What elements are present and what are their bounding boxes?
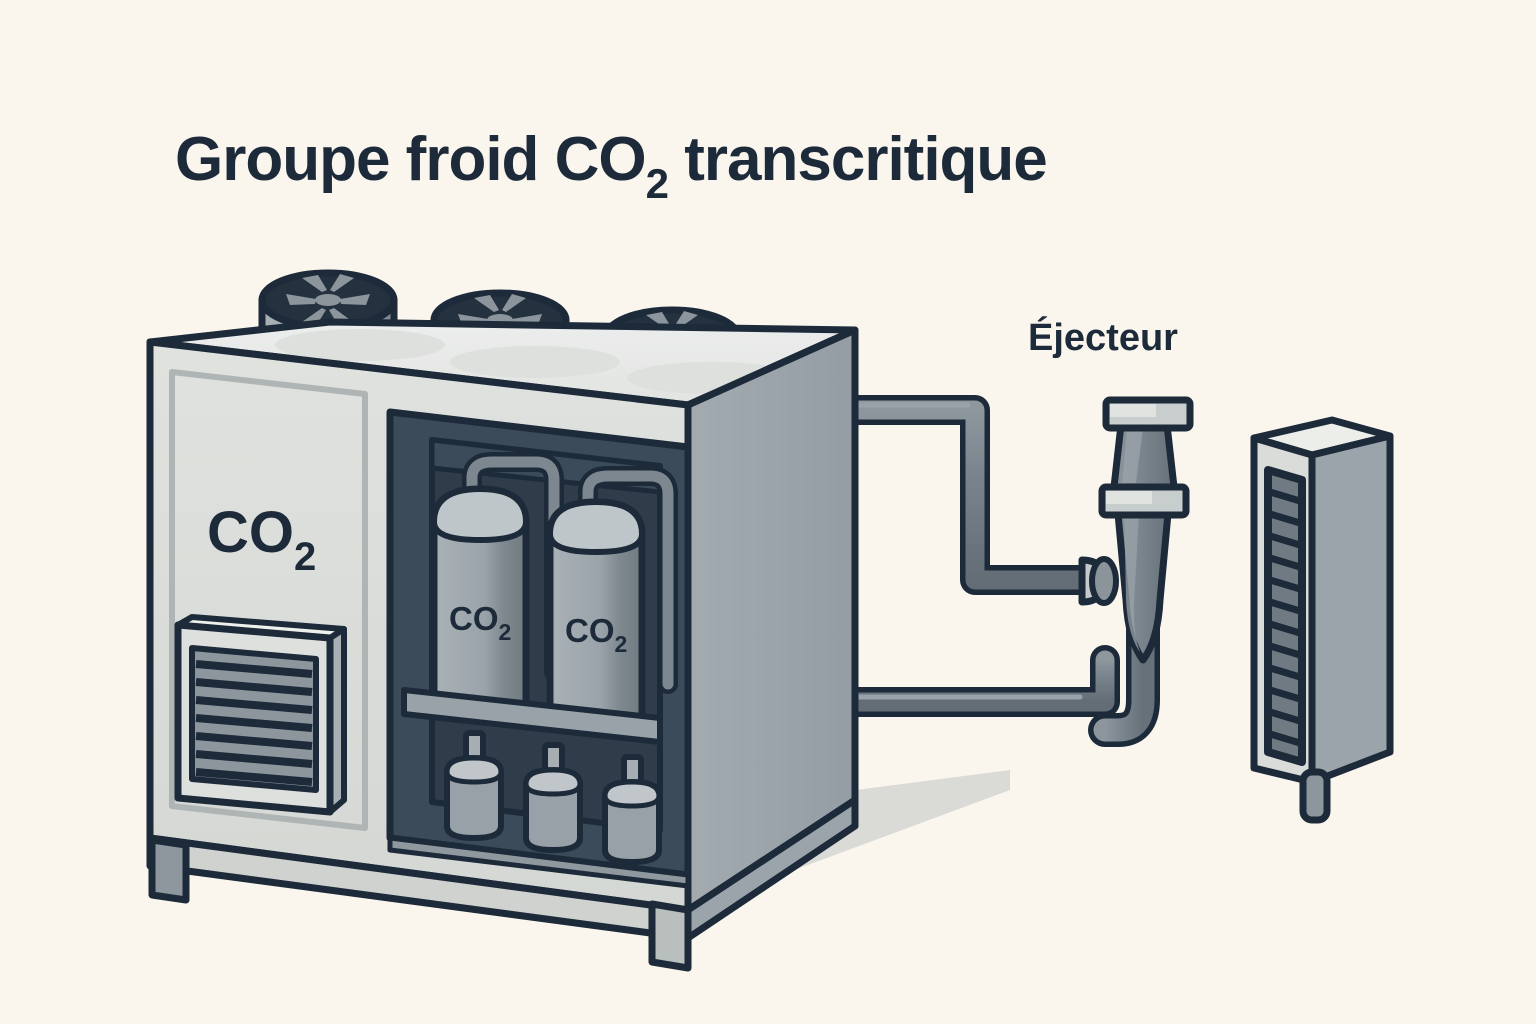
compressor-1-top (444, 755, 504, 785)
co2-tank-right[interactable]: CO2 (546, 466, 678, 732)
fan-deck-shadow-2 (450, 346, 620, 378)
pipe-suction-lower (785, 650, 1115, 712)
cabinet-leg-left (148, 836, 190, 904)
panel-co2-label: CO2 (207, 500, 316, 579)
pipe-high-pressure-upper (785, 400, 1100, 590)
tank-right-label: CO2 (565, 612, 627, 657)
title-main: Groupe froid CO (175, 125, 646, 194)
ejector-body[interactable] (1078, 396, 1194, 747)
evaporator-pipe-stub (1299, 768, 1331, 824)
compressor-2-top (523, 767, 583, 797)
evaporator-unit[interactable] (1250, 416, 1394, 824)
ejector-label: Éjecteur (1028, 315, 1178, 359)
cabinet-leg-right (648, 900, 692, 972)
compressor-3[interactable] (602, 754, 662, 865)
left-panel-inset (169, 369, 368, 831)
bay-middle-shelf (401, 687, 663, 745)
chiller-cabinet[interactable]: CO2 CO2 (146, 318, 859, 972)
ejector-venturi-highlight (1124, 496, 1140, 652)
title-tail: transcritique (668, 125, 1047, 194)
compressor-3-top (602, 779, 662, 809)
bay-floor (387, 835, 691, 889)
tank-right-pipe (582, 470, 674, 690)
ejector-top-flange-highlight (1110, 404, 1156, 417)
page-title: Groupe froid CO2 transcritique (175, 125, 1048, 207)
evaporator-slats (1268, 488, 1302, 747)
ejector-port-mouth (1089, 556, 1119, 606)
compressor-2[interactable] (523, 742, 583, 853)
ejector-side-port (1078, 556, 1119, 606)
ejector-label-text: Éjecteur (1028, 315, 1178, 359)
evaporator-side (1308, 432, 1394, 786)
ejector-outlet-leg (1093, 548, 1155, 742)
svg-text:Groupe froid CO2 transcritique: Groupe froid CO2 transcritique (175, 125, 1047, 207)
ejector-inlet-highlight (1122, 420, 1144, 483)
title-subscript: 2 (646, 160, 668, 207)
compressor-1[interactable] (444, 730, 504, 841)
tank-left-dome (431, 486, 529, 543)
tank-left-label: CO2 (449, 600, 511, 645)
tank-left-pipe (466, 456, 560, 678)
grille-slats (195, 660, 313, 786)
fan-deck-shadow-1 (275, 329, 445, 361)
louver-grille-box[interactable] (174, 614, 347, 816)
tank-right-dome (547, 499, 645, 555)
ejector-lower-flange-highlight (1106, 491, 1152, 504)
